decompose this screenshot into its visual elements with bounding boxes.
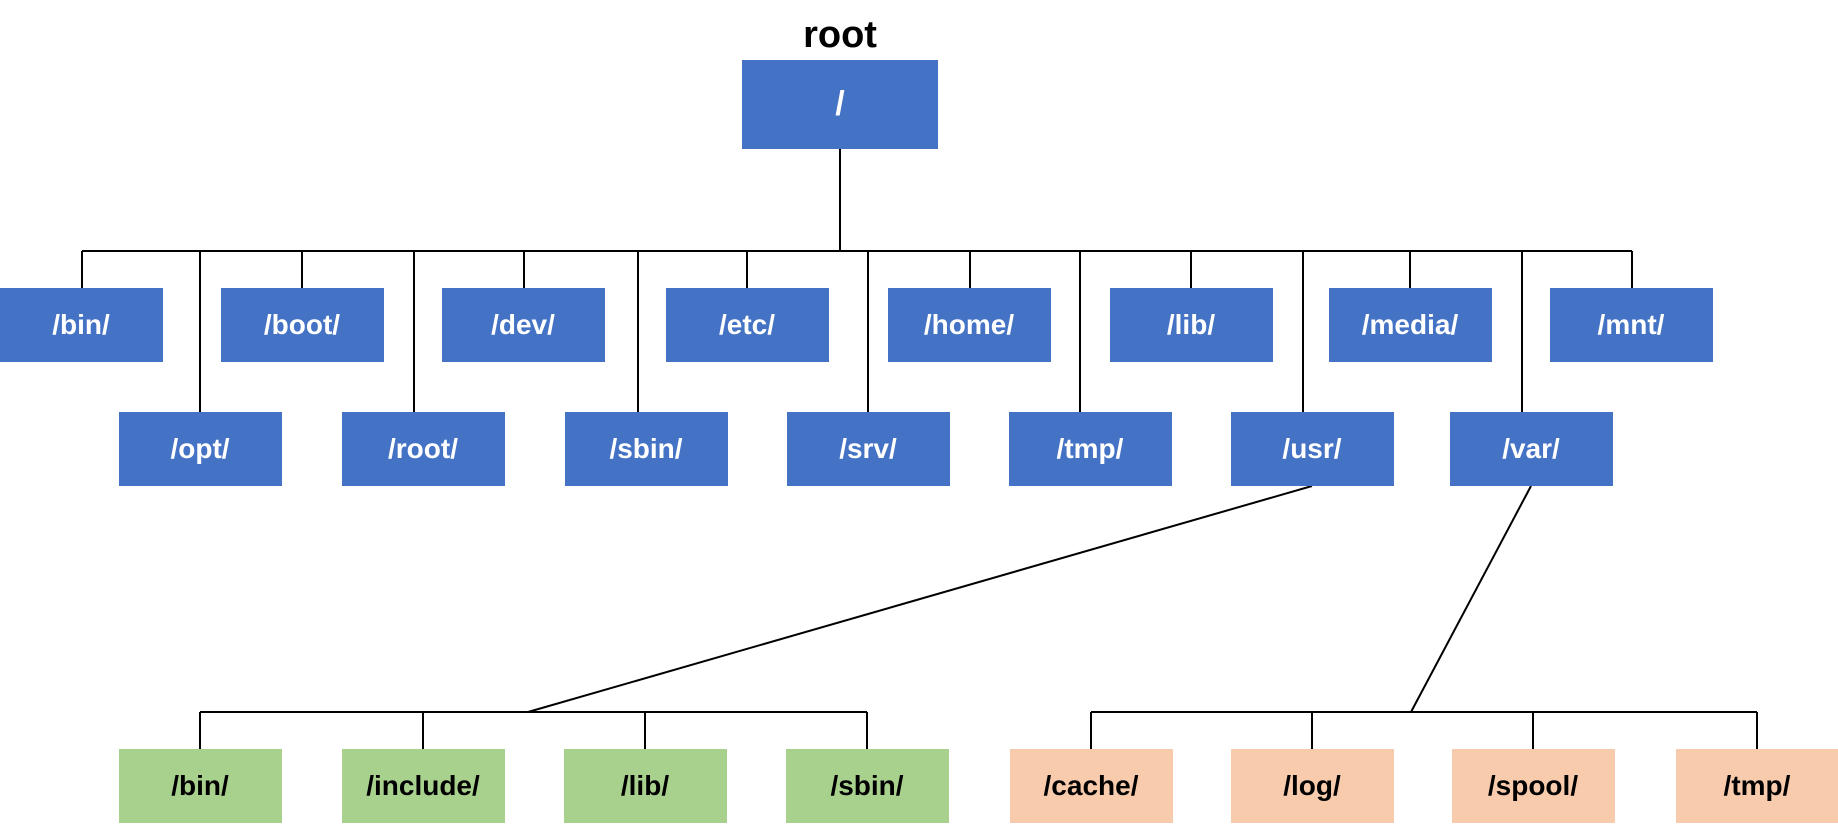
diagram-title: root (803, 14, 877, 56)
node-root-dir: /root/ (341, 412, 505, 486)
node-usr-lib: /lib/ (563, 749, 727, 823)
node-bin: /bin/ (0, 288, 163, 362)
node-tmp: /tmp/ (1008, 412, 1172, 486)
connector-var-diagonal (1410, 485, 1532, 713)
node-var-cache: /cache/ (1009, 749, 1173, 823)
connector-usr-diagonal (527, 485, 1313, 713)
node-media: /media/ (1328, 288, 1492, 362)
node-srv: /srv/ (786, 412, 950, 486)
node-dev: /dev/ (441, 288, 605, 362)
node-usr-include: /include/ (341, 749, 505, 823)
node-home: /home/ (887, 288, 1051, 362)
node-boot: /boot/ (220, 288, 384, 362)
node-var-log: /log/ (1230, 749, 1394, 823)
node-lib: /lib/ (1109, 288, 1273, 362)
node-usr-sbin: /sbin/ (785, 749, 949, 823)
node-sbin: /sbin/ (564, 412, 728, 486)
node-usr: /usr/ (1230, 412, 1394, 486)
node-mnt: /mnt/ (1549, 288, 1713, 362)
node-var-tmp: /tmp/ (1675, 749, 1838, 823)
node-etc: /etc/ (665, 288, 829, 362)
node-opt: /opt/ (118, 412, 282, 486)
node-var: /var/ (1449, 412, 1613, 486)
node-root: / (742, 60, 938, 149)
node-var-spool: /spool/ (1451, 749, 1615, 823)
node-usr-bin: /bin/ (118, 749, 282, 823)
